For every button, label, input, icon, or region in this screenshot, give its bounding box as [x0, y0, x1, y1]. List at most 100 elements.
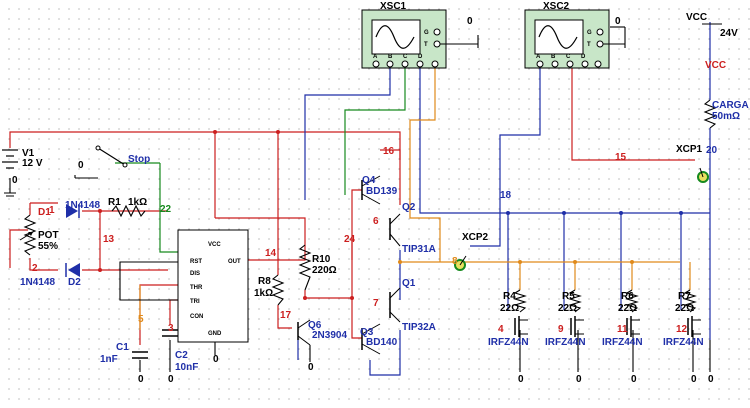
switch-label: Stop — [128, 154, 150, 165]
current-probe-xcp2[interactable]: XCP2 — [454, 232, 489, 271]
transistor-q4[interactable]: Q4 BD139 — [361, 175, 398, 205]
resistor-r10[interactable]: R10 220Ω — [298, 244, 337, 291]
mosfet-1[interactable]: 4 IRFZ44N — [488, 316, 529, 348]
diode-d1[interactable]: D1 1N4148 — [38, 200, 100, 218]
scope-terminal-g: G — [424, 30, 429, 36]
scope-channel-b: B — [551, 54, 556, 60]
net-label: 15 — [615, 152, 627, 163]
potentiometer[interactable]: POT 55% — [19, 214, 59, 256]
timer-pin-gnd: GND — [208, 331, 222, 337]
pot-name: POT — [38, 230, 59, 241]
mosfet-part: IRFZ44N — [545, 337, 586, 348]
net-label: 13 — [103, 234, 115, 245]
oscilloscope-xsc1[interactable]: XSC1 G T A B C D — [361, 1, 478, 69]
resistor-r1[interactable]: R1 1kΩ — [108, 197, 147, 218]
resistor-value: 220Ω — [312, 265, 337, 276]
resistor-name: R7 — [678, 291, 691, 302]
net-label: 14 — [265, 248, 277, 259]
net-label: 20 — [706, 145, 718, 156]
transistor-q6[interactable]: Q6 2N3904 — [297, 319, 347, 346]
ground-label: 0 — [615, 16, 621, 27]
ground-symbol — [4, 192, 16, 197]
transistor-q3[interactable]: Q3 BD140 — [360, 323, 398, 355]
junction-dots — [98, 130, 683, 300]
net-label: 18 — [500, 190, 512, 201]
ground-label: 0 — [576, 374, 582, 385]
transistor-part: TIP32A — [402, 322, 436, 333]
mosfet-2[interactable]: 9 IRFZ44N — [545, 316, 586, 348]
probe-name: XCP2 — [462, 232, 489, 243]
capacitor-c1[interactable]: C1 1nF — [100, 342, 148, 365]
net-label: 22 — [160, 204, 172, 215]
blue-wires — [297, 22, 711, 376]
transistor-part: BD140 — [366, 337, 398, 348]
resistor-value: 22Ω — [500, 303, 519, 314]
switch-node: 0 — [78, 160, 84, 171]
ground-label: 0 — [138, 374, 144, 385]
net-label: 16 — [383, 146, 395, 157]
scope-channel-d: D — [418, 54, 423, 60]
mosfet-node: 12 — [676, 324, 688, 335]
scope-channel-d: D — [581, 54, 586, 60]
net-label: 5 — [138, 314, 144, 325]
diode-d2[interactable]: D2 1N4148 — [20, 263, 81, 288]
ground-label: 0 — [467, 16, 473, 27]
transistor-q2[interactable]: Q2 TIP31A — [389, 202, 436, 255]
resistor-name: R1 — [108, 197, 121, 208]
resistor-value: 1kΩ — [254, 288, 273, 299]
timer-pin-con: CON — [190, 314, 203, 320]
timer-pin-out: OUT — [228, 259, 241, 265]
mosfet-part: IRFZ44N — [602, 337, 643, 348]
capacitor-name: C1 — [116, 342, 129, 353]
timer-pin-dis: DIS — [190, 271, 200, 277]
stop-switch[interactable]: Stop 0 — [78, 145, 150, 171]
battery-v1[interactable]: V1 12 V — [2, 148, 43, 169]
diode-ref: D2 — [68, 277, 81, 288]
capacitor-c2[interactable]: C2 10nF — [162, 329, 198, 373]
mosfet-3[interactable]: 11 IRFZ44N — [602, 316, 643, 348]
ground-label: 0 — [168, 374, 174, 385]
ground-label: 0 — [691, 374, 697, 385]
current-probe-xcp1[interactable]: XCP1 — [676, 144, 709, 183]
resistor-r7[interactable]: R7 22Ω — [675, 289, 697, 314]
load-resistor-carga[interactable]: CARGA 50mΩ — [703, 99, 749, 129]
oscilloscope-xsc2[interactable]: XSC2 G T A B C D — [524, 1, 625, 69]
pot-value: 55% — [38, 241, 58, 252]
scope-terminal-t: T — [587, 42, 591, 48]
capacitor-value: 1nF — [100, 354, 118, 365]
resistor-r4[interactable]: R4 22Ω — [500, 289, 527, 314]
mosfet-part: IRFZ44N — [663, 337, 704, 348]
transistor-q1[interactable]: Q1 TIP32A — [389, 278, 436, 333]
net-label: 17 — [280, 310, 292, 321]
transistor-ref: Q4 — [362, 175, 376, 186]
scope-name: XSC1 — [380, 1, 407, 12]
resistor-r8[interactable]: R8 1kΩ — [254, 274, 285, 306]
timer-pin-tri: TRI — [190, 299, 200, 305]
resistor-r6[interactable]: R6 22Ω — [618, 289, 639, 314]
resistor-name: R5 — [562, 291, 575, 302]
scope-terminal-t: T — [424, 42, 428, 48]
resistor-name: R8 — [258, 276, 271, 287]
net-label: 6 — [373, 216, 379, 227]
ground-label: 0 — [518, 374, 524, 385]
timer-555[interactable]: RST DIS THR TRI CON GND VCC OUT — [177, 229, 249, 343]
diode-part: 1N4148 — [65, 200, 100, 211]
transistor-part: 2N3904 — [312, 330, 347, 341]
scope-channel-c: C — [403, 54, 408, 60]
black-wires — [9, 26, 711, 372]
supply-voltage: 24V — [720, 28, 738, 39]
scope-channel-b: B — [388, 54, 393, 60]
resistor-name: R4 — [503, 291, 516, 302]
supply-label: VCC — [686, 12, 707, 23]
capacitor-name: C2 — [175, 350, 188, 361]
ground-label: 0 — [213, 354, 219, 365]
resistor-r5[interactable]: R5 22Ω — [558, 289, 582, 314]
timer-pin-vcc: VCC — [208, 242, 221, 248]
diode-part: 1N4148 — [20, 277, 55, 288]
timer-pin-rst: RST — [190, 259, 202, 265]
net-label: 24 — [344, 234, 356, 245]
mosfet-node: 9 — [558, 324, 564, 335]
mosfet-4[interactable]: 12 IRFZ44N — [663, 316, 704, 348]
transistor-part: BD139 — [366, 186, 398, 197]
